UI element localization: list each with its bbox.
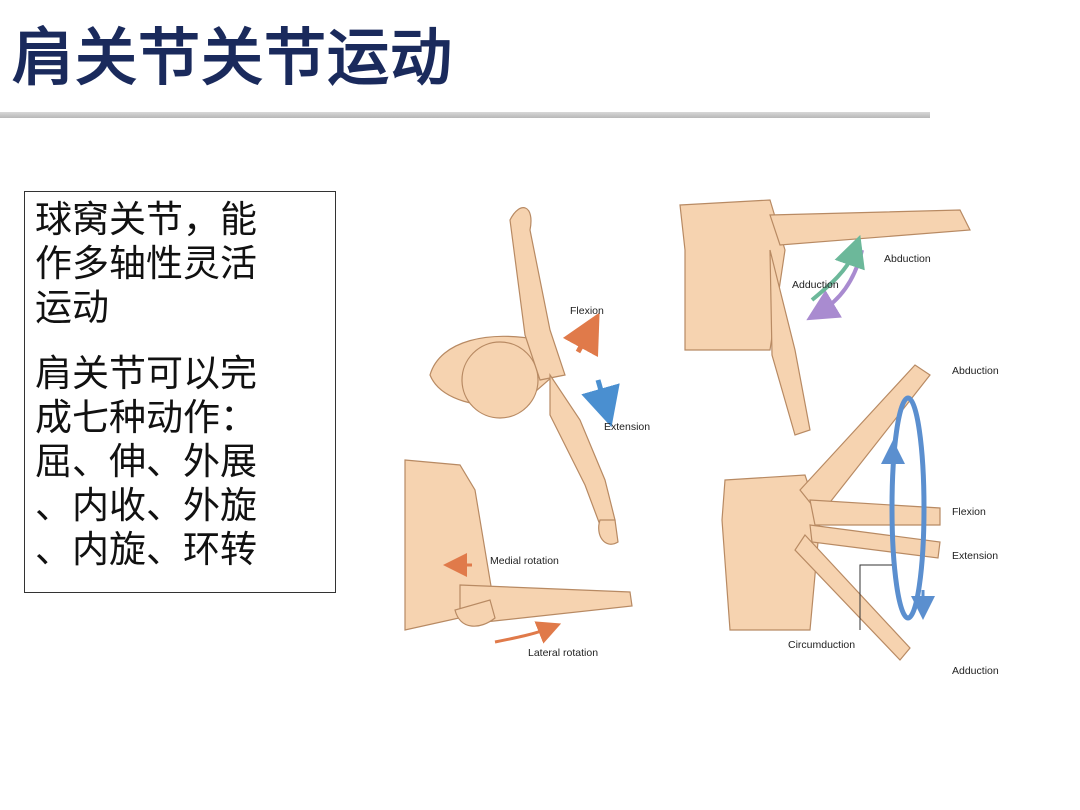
extension-arrow bbox=[581, 379, 620, 428]
adduction-label-top: Adduction bbox=[792, 279, 839, 291]
extension-label-circ: Extension bbox=[952, 550, 998, 562]
circumduction-panel bbox=[721, 364, 941, 661]
flexion-label-circ: Flexion bbox=[952, 506, 986, 518]
circumduction-leader-line bbox=[859, 564, 892, 630]
title-divider bbox=[0, 112, 930, 118]
flexion-arrow bbox=[562, 312, 600, 358]
circumduction-ring bbox=[889, 395, 927, 621]
circumduction-label: Circumduction bbox=[788, 639, 855, 651]
abduction-adduction-panel bbox=[679, 199, 971, 436]
medial-rotation-label: Medial rotation bbox=[490, 555, 559, 567]
description-para-1: 球窝关节，能 作多轴性灵活 运动 bbox=[35, 198, 257, 329]
description-para-2: 肩关节可以完 成七种动作： 屈、伸、外展 、内收、外旋 、内旋、环转 bbox=[35, 352, 257, 571]
adduction-label-circ: Adduction bbox=[952, 665, 999, 677]
description-box: 球窝关节，能 作多轴性灵活 运动 肩关节可以完 成七种动作： 屈、伸、外展 、内… bbox=[24, 191, 336, 593]
shoulder-motion-illustration: Flexion Extension Abduction Adduction Me… bbox=[404, 199, 999, 677]
lateral-rotation-label: Lateral rotation bbox=[528, 647, 598, 659]
lateral-rotation-arrow bbox=[494, 621, 562, 644]
extension-label: Extension bbox=[604, 421, 650, 433]
abduction-label-circ: Abduction bbox=[952, 365, 999, 377]
adduction-arrow bbox=[810, 234, 865, 302]
abduction-label-top: Abduction bbox=[884, 253, 931, 265]
rotation-panel bbox=[404, 459, 633, 631]
flexion-extension-panel bbox=[429, 207, 619, 545]
flexion-label: Flexion bbox=[570, 305, 604, 317]
slide-title: 肩关节关节运动 bbox=[12, 21, 454, 94]
